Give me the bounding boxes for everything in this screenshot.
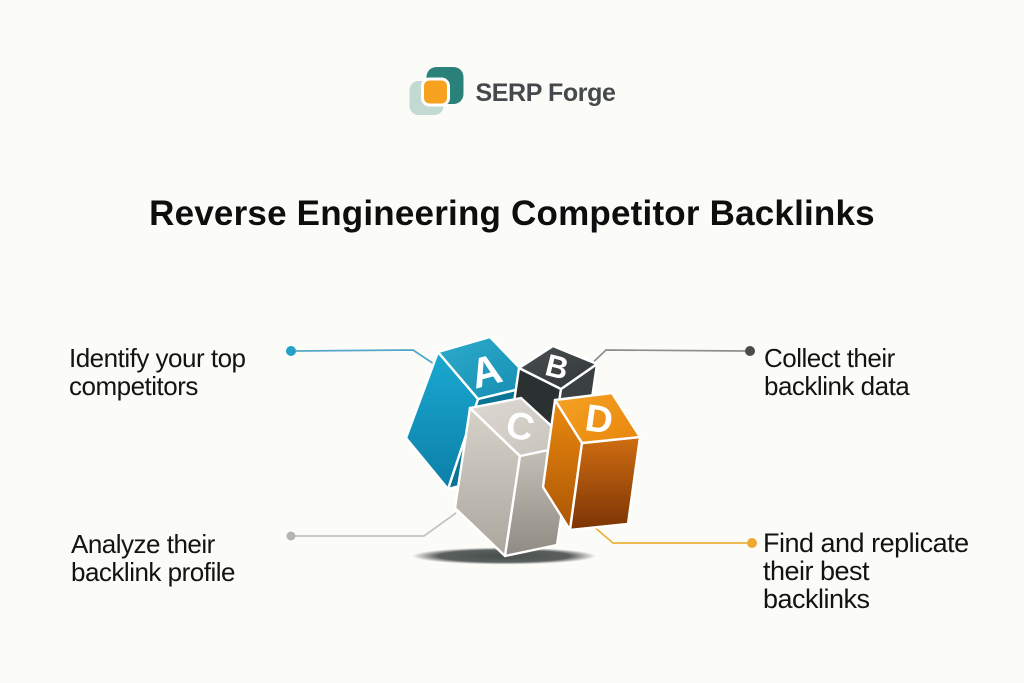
step-label-collect-backlink-data: Collect their backlink data [764,343,910,401]
step-label-line: backlink data [764,371,910,401]
connector-line-c [295,512,457,537]
connector-dot-d [747,538,757,548]
step-label-line: Analyze their [71,529,215,559]
logo-icon [409,67,464,115]
connector-dot-c [286,531,296,541]
page-title: Reverse Engineering Competitor Backlinks [149,194,875,234]
step-label-line: backlink profile [71,557,235,587]
step-label-identify-competitors: Identify your top competitors [69,344,246,400]
step-label-line: backlinks [763,584,870,614]
connector-line-d [591,524,747,544]
connector-dot-b [745,346,755,356]
step-label-line: Collect their [764,343,895,373]
step-label-line: their best [763,556,870,586]
step-label-analyze-backlink-profile: Analyze their backlink profile [71,530,235,586]
connector-dot-a [286,346,296,356]
brand-name: SERP Forge [475,78,616,107]
logo-center-square [420,77,450,107]
step-label-line: Find and replicate [763,528,969,558]
serp-forge-logo: SERP Forge [408,66,616,120]
block-b-top-face [517,344,599,391]
block-d-letter: D [582,397,615,442]
block-d-top-face [553,391,642,445]
step-label-line: competitors [69,371,198,401]
connector-line-b [585,349,746,370]
connector-line-a [295,349,453,377]
step-label-find-replicate-backlinks: Find and replicate their best backlinks [763,529,1024,613]
step-label-line: Identify your top [69,343,246,373]
cube-block-d: D [541,391,642,532]
block-d-right-face [568,435,642,532]
